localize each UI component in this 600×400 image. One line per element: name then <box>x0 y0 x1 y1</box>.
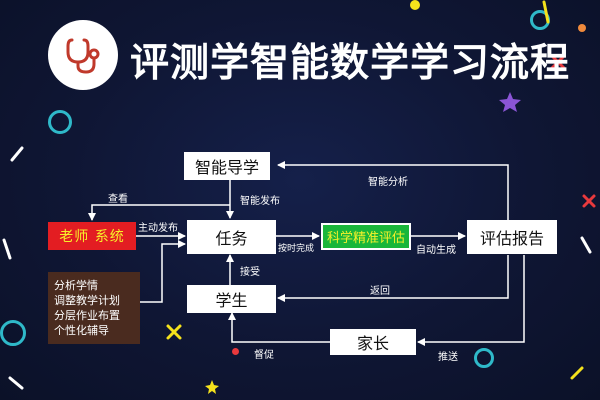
node-precise-eval: 科学精准评估 <box>321 223 411 250</box>
node-parent: 家长 <box>330 329 416 355</box>
label-active-publish: 主动发布 <box>138 223 178 234</box>
decor-dot-yellow <box>410 0 420 10</box>
node-smart-guide: 智能导学 <box>184 152 270 180</box>
edge-push <box>417 255 525 346</box>
decor-circle-bottom-right <box>474 348 494 368</box>
stethoscope-icon <box>66 38 100 74</box>
decor-cross-yellow <box>166 324 182 340</box>
node-teacher-system: 老师 系统 <box>48 222 136 250</box>
label-push: 推送 <box>438 352 458 363</box>
decor-circle-left <box>48 110 72 134</box>
node-student: 学生 <box>187 285 276 313</box>
logo <box>48 20 118 90</box>
label-smart-publish: 智能发布 <box>240 196 280 207</box>
edge-view <box>88 204 230 221</box>
decor-dot-red <box>232 348 239 355</box>
label-view: 查看 <box>108 194 128 205</box>
decor-star-purple <box>499 92 521 112</box>
label-auto-generate: 自动生成 <box>416 245 456 256</box>
edge-return <box>277 255 509 302</box>
edge-smart-analysis <box>277 161 509 220</box>
decor-cross-red <box>550 54 566 70</box>
edge-tasks-to-task <box>140 240 186 303</box>
label-supervise: 督促 <box>254 350 274 361</box>
decor-star-yellow <box>205 380 219 394</box>
node-teacher-tasks: 分析学情 调整教学计划 分层作业布置 个性化辅导 <box>48 272 140 344</box>
page-title: 评测学智能数学学习流程 <box>130 41 571 86</box>
label-receive: 接受 <box>240 267 260 278</box>
node-report: 评估报告 <box>467 220 557 254</box>
decor-circle-bottom-left <box>0 320 26 346</box>
decor-dashes <box>2 146 592 390</box>
decor-cross-red-2 <box>582 194 596 208</box>
label-on-time-complete: 按时完成 <box>278 244 315 254</box>
decor-dot-orange <box>578 24 586 32</box>
node-task: 任务 <box>187 220 276 254</box>
label-smart-analysis: 智能分析 <box>368 177 408 188</box>
edge-supervise <box>228 312 330 343</box>
title-banner: 评测学智能数学学习流程 <box>48 20 571 90</box>
label-return: 返回 <box>370 286 390 297</box>
